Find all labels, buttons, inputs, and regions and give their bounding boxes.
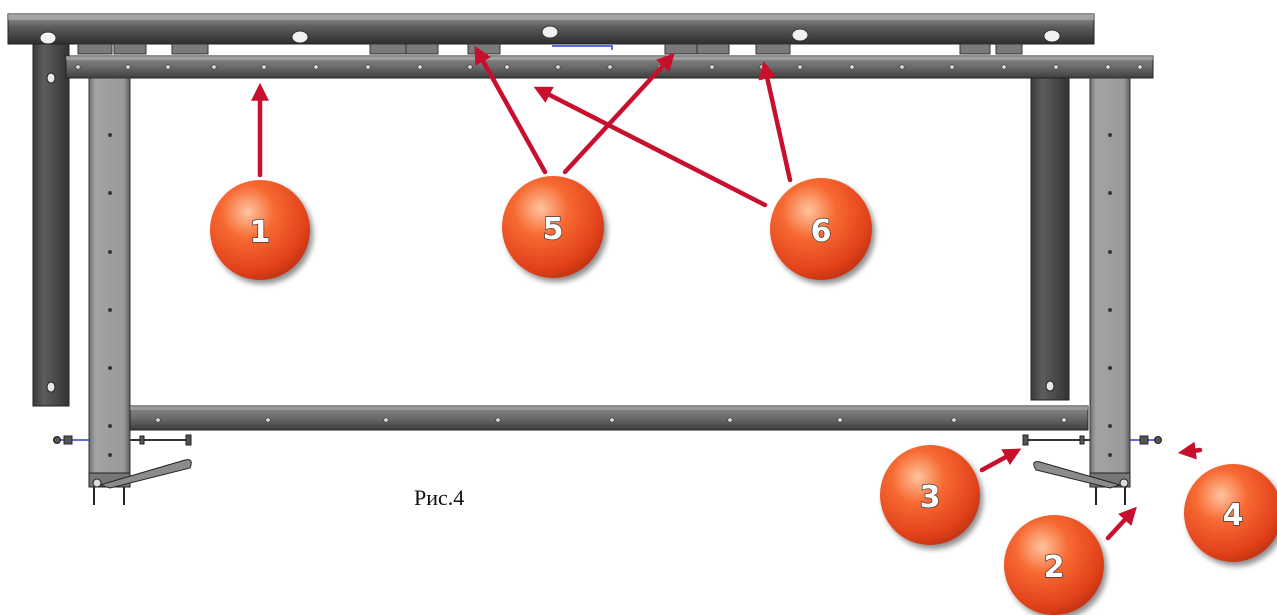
rail-hole bbox=[504, 64, 510, 70]
marker-5: 5 bbox=[502, 176, 604, 278]
bottom-crossbar bbox=[129, 405, 1089, 431]
back-left-leg bbox=[32, 43, 70, 407]
svg-text:1: 1 bbox=[250, 215, 271, 250]
back-right-leg bbox=[1030, 69, 1070, 401]
leg-hole bbox=[1108, 453, 1112, 457]
arrow-6b bbox=[758, 60, 793, 183]
leg-hole bbox=[108, 133, 112, 137]
leg-hole bbox=[108, 308, 112, 312]
arrow-4 bbox=[1177, 441, 1203, 460]
crossbar-hole bbox=[951, 417, 957, 423]
leg-hole bbox=[1108, 250, 1112, 254]
rail-hole bbox=[75, 64, 81, 70]
svg-text:4: 4 bbox=[1223, 498, 1244, 533]
leg-hole bbox=[108, 250, 112, 254]
rail-hole bbox=[949, 64, 955, 70]
leg-hole bbox=[108, 191, 112, 195]
back-top-rail bbox=[7, 13, 1095, 45]
leg-hole bbox=[1108, 191, 1112, 195]
leg-hole bbox=[1108, 308, 1112, 312]
right-bolt-assembly bbox=[1022, 434, 1162, 446]
svg-text:3: 3 bbox=[920, 480, 941, 515]
arrow-3 bbox=[979, 448, 1022, 473]
rail-hole bbox=[1105, 64, 1111, 70]
crossbar-hole bbox=[1061, 417, 1067, 423]
crossbar-hole bbox=[495, 417, 501, 423]
leg-hole bbox=[1108, 366, 1112, 370]
left-bolt-assembly bbox=[53, 434, 192, 446]
rail-hole bbox=[467, 64, 473, 70]
marker-6: 6 bbox=[770, 178, 872, 280]
arrow-6a bbox=[533, 86, 768, 208]
svg-text:2: 2 bbox=[1044, 550, 1065, 585]
crossbar-hole bbox=[155, 417, 161, 423]
blue-line-detail bbox=[552, 45, 613, 50]
rail-hole bbox=[165, 64, 171, 70]
leg-hole bbox=[1108, 424, 1112, 428]
rail-hole bbox=[607, 64, 613, 70]
marker-4: 4 bbox=[1184, 464, 1277, 562]
rail-hole bbox=[849, 64, 855, 70]
arrow-5a bbox=[474, 45, 548, 175]
leg-hole bbox=[108, 424, 112, 428]
rail-hole bbox=[261, 64, 267, 70]
crossbar-hole bbox=[383, 417, 389, 423]
callout-arrows bbox=[251, 45, 1203, 541]
left-foot-lever bbox=[88, 459, 192, 505]
arrow-5b bbox=[562, 52, 675, 175]
rail-hole bbox=[365, 64, 371, 70]
marker-2: 2 bbox=[1004, 515, 1104, 615]
rail-hole bbox=[313, 64, 319, 70]
marker-3: 3 bbox=[880, 445, 980, 545]
crossbar-hole bbox=[609, 417, 615, 423]
figure-caption: Рис.4 bbox=[414, 485, 464, 510]
front-top-rail bbox=[65, 55, 1154, 79]
rail-hole bbox=[555, 64, 561, 70]
crossbar-hole bbox=[727, 417, 733, 423]
rail-hole bbox=[899, 64, 905, 70]
crossbar-hole bbox=[265, 417, 271, 423]
rail-brackets bbox=[77, 43, 1023, 55]
rail-hole bbox=[1001, 64, 1007, 70]
rail-hole bbox=[1137, 64, 1143, 70]
crossbar-hole bbox=[837, 417, 843, 423]
svg-text:6: 6 bbox=[811, 214, 832, 249]
svg-text:5: 5 bbox=[543, 212, 564, 247]
arrow-2 bbox=[1105, 506, 1137, 541]
rail-hole bbox=[1053, 64, 1059, 70]
rail-hole bbox=[417, 64, 423, 70]
leg-hole bbox=[108, 366, 112, 370]
leg-hole bbox=[108, 453, 112, 457]
front-right-leg bbox=[1089, 77, 1131, 474]
rail-hole bbox=[709, 64, 715, 70]
rail-hole bbox=[211, 64, 217, 70]
right-foot-lever bbox=[1033, 461, 1131, 505]
marker-1: 1 bbox=[210, 180, 310, 280]
leg-hole bbox=[1108, 133, 1112, 137]
rail-hole bbox=[797, 64, 803, 70]
front-left-leg bbox=[88, 77, 131, 474]
rail-hole bbox=[125, 64, 131, 70]
